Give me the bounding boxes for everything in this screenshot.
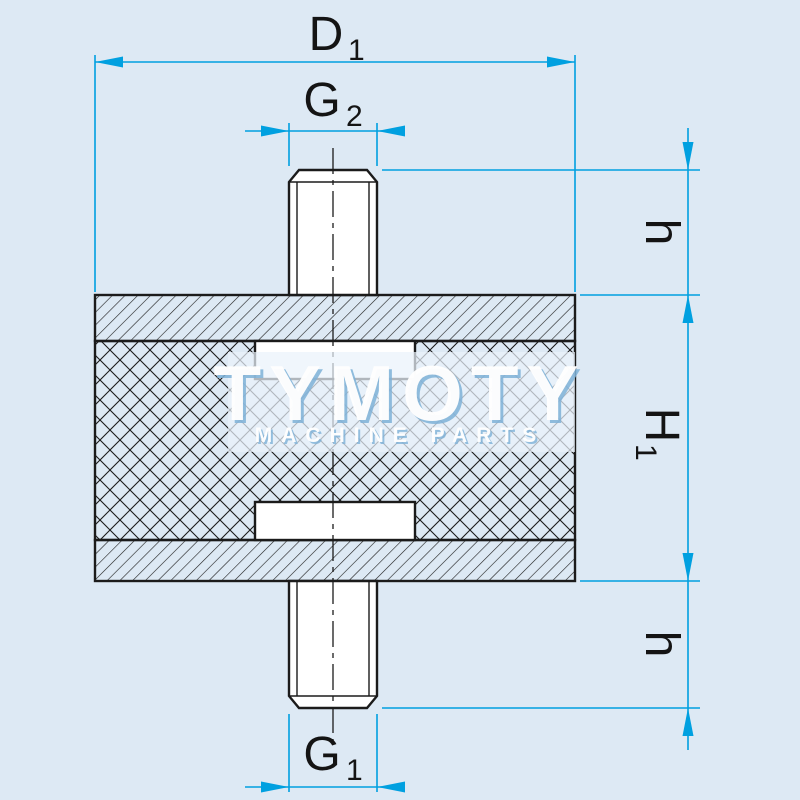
dimension-h-bottom-label: h bbox=[635, 631, 688, 658]
dimension-arrows bbox=[95, 56, 694, 793]
h1-arrow-lower bbox=[682, 553, 694, 581]
dimension-g2-label: G 2 bbox=[303, 74, 362, 133]
g1-base: G bbox=[303, 728, 340, 781]
g2-subscript: 2 bbox=[346, 100, 363, 133]
dimension-d1-label: D 1 bbox=[309, 8, 365, 67]
h1-arrow-upper bbox=[682, 295, 694, 323]
watermark-title: TYMOTY bbox=[214, 349, 587, 437]
watermark-subtitle: MACHINE PARTS bbox=[255, 424, 545, 447]
d1-arrow-left bbox=[95, 56, 123, 68]
dimension-g1-label: G 1 bbox=[303, 728, 362, 787]
top-metal-plate bbox=[93, 293, 577, 343]
h1-subscript: 1 bbox=[629, 444, 662, 461]
g2-arrow-right bbox=[377, 125, 405, 137]
bottom-insert-pocket bbox=[253, 500, 417, 542]
g2-base: G bbox=[303, 74, 340, 127]
watermark-subtitle-shadow: MACHINE PARTS bbox=[257, 426, 547, 449]
watermark: TYMOTY TYMOTY MACHINE PARTS MACHINE PART… bbox=[214, 349, 590, 452]
h-top-arrow-upper bbox=[682, 142, 694, 170]
top-threaded-stud bbox=[287, 168, 379, 297]
g1-subscript: 1 bbox=[346, 754, 363, 787]
bottom-metal-plate bbox=[93, 538, 577, 583]
dimension-h-top-label: h bbox=[635, 219, 688, 246]
watermark-title-shadow: TYMOTY bbox=[217, 352, 590, 440]
d1-base: D bbox=[309, 8, 344, 61]
d1-arrow-right bbox=[547, 56, 575, 68]
watermark-band bbox=[228, 352, 575, 452]
dimension-h1-label: H 1 bbox=[629, 408, 688, 461]
d1-subscript: 1 bbox=[348, 34, 365, 67]
g1-arrow-right bbox=[377, 781, 405, 793]
g1-arrow-left bbox=[261, 781, 289, 793]
h1-base: H bbox=[635, 408, 688, 443]
dimension-labels: D 1 G 2 h H 1 h G 1 bbox=[303, 8, 688, 787]
h-bottom-arrow-lower bbox=[682, 708, 694, 736]
g2-arrow-left bbox=[261, 125, 289, 137]
